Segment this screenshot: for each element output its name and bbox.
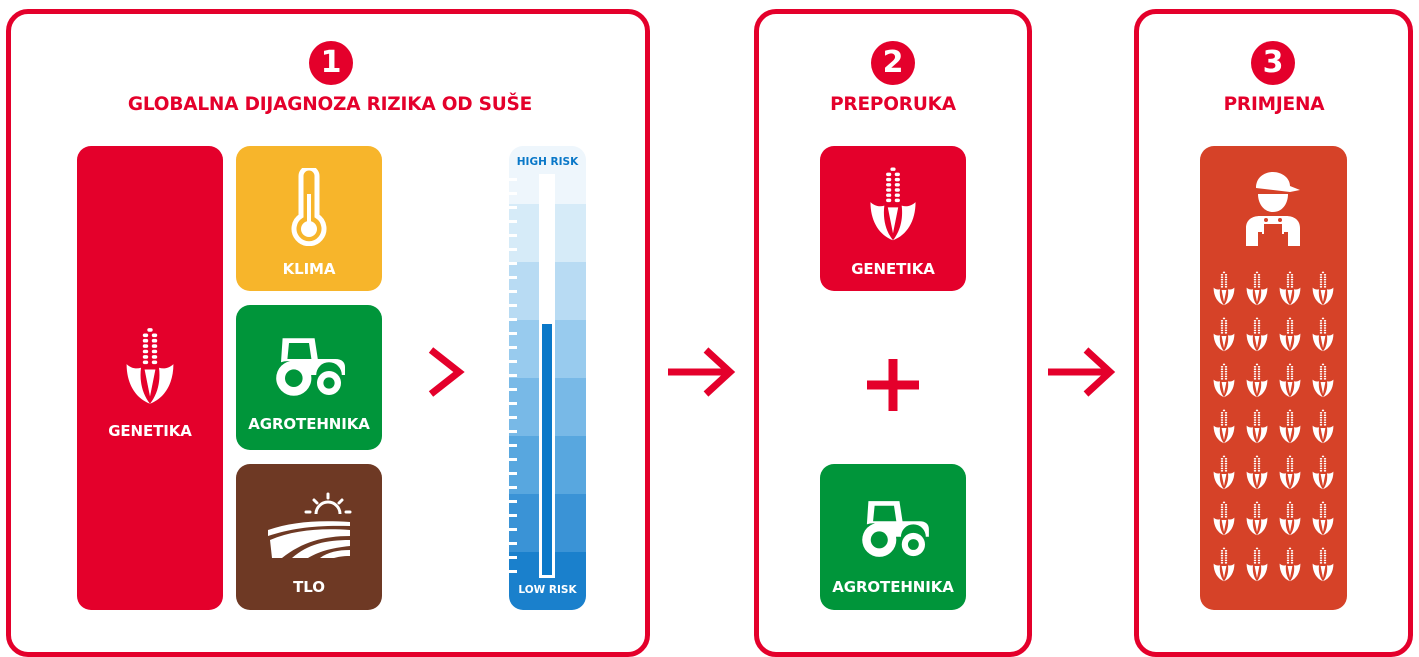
corn-icon: [1212, 500, 1236, 536]
corn-icon: [1212, 316, 1236, 352]
corn-icon: [1311, 362, 1335, 398]
tile-agrotehnika: AGROTEHNIKA: [236, 305, 382, 450]
corn-icon: [1245, 362, 1269, 398]
corn-icon: [1212, 546, 1236, 582]
risk-high-label: HIGH RISK: [516, 156, 579, 168]
corn-field-grid: [1200, 146, 1347, 610]
tile-label-genetika: GENETIKA: [108, 422, 192, 440]
tractor-icon: [851, 498, 937, 560]
corn-icon: [1245, 316, 1269, 352]
step-title-2: PREPORUKA: [830, 94, 956, 115]
corn-icon: [1278, 454, 1302, 490]
tractor-icon: [264, 335, 354, 399]
corn-icon: [1278, 270, 1302, 306]
risk-level-fill: [542, 324, 552, 575]
corn-icon: [1245, 270, 1269, 306]
corn-icon: [1245, 546, 1269, 582]
corn-icon: [867, 164, 919, 242]
risk-ticks: [509, 174, 555, 578]
corn-icon: [1311, 270, 1335, 306]
corn-icon: [1311, 546, 1335, 582]
corn-icon: [1311, 454, 1335, 490]
tile-genetika-rec: GENETIKA: [820, 146, 966, 291]
corn-icon: [1212, 408, 1236, 444]
step-number-3: 3: [1251, 41, 1295, 85]
step-number-1: 1: [309, 41, 353, 85]
tile-label-klima: KLIMA: [282, 260, 336, 278]
step-title-3: PRIMJENA: [1223, 94, 1325, 115]
tile-agrotehnika-rec: AGROTEHNIKA: [820, 464, 966, 610]
tile-label-tlo: TLO: [293, 578, 325, 596]
corn-icon: [1278, 500, 1302, 536]
arrow-right-icon: [1048, 347, 1116, 397]
tile-klima: KLIMA: [236, 146, 382, 291]
corn-icon: [1212, 270, 1236, 306]
corn-icon: [1311, 316, 1335, 352]
risk-scale: HIGH RISK LOW RISK: [509, 146, 586, 610]
corn-icon: [1278, 362, 1302, 398]
field-sun-icon: [268, 492, 352, 558]
thermometer-icon: [291, 168, 327, 246]
tile-genetika: GENETIKA: [77, 146, 223, 610]
corn-icon: [1245, 500, 1269, 536]
farmer-icon: [1246, 172, 1300, 246]
corn-icon: [1311, 408, 1335, 444]
corn-icon: [1245, 454, 1269, 490]
tile-label-agrotehnika: AGROTEHNIKA: [248, 415, 370, 433]
risk-low-label: LOW RISK: [518, 584, 577, 596]
corn-icon: [1212, 362, 1236, 398]
corn-icon: [123, 324, 177, 406]
corn-icon: [1278, 546, 1302, 582]
step-number-2: 2: [871, 41, 915, 85]
corn-icon: [1278, 408, 1302, 444]
tile-tlo: TLO: [236, 464, 382, 610]
corn-icon: [1245, 408, 1269, 444]
chevron-right-icon: [428, 347, 465, 397]
corn-icon: [1311, 500, 1335, 536]
arrow-right-icon: [668, 347, 736, 397]
corn-icon: [1278, 316, 1302, 352]
step-title-1: GLOBALNA DIJAGNOZA RIZIKA OD SUŠE: [127, 94, 533, 115]
plus-icon: [867, 359, 919, 411]
corn-icon: [1212, 454, 1236, 490]
tile-primjena: [1200, 146, 1347, 610]
tile-label-agrotehnika-rec: AGROTEHNIKA: [832, 578, 954, 596]
tile-label-genetika-rec: GENETIKA: [851, 260, 935, 278]
